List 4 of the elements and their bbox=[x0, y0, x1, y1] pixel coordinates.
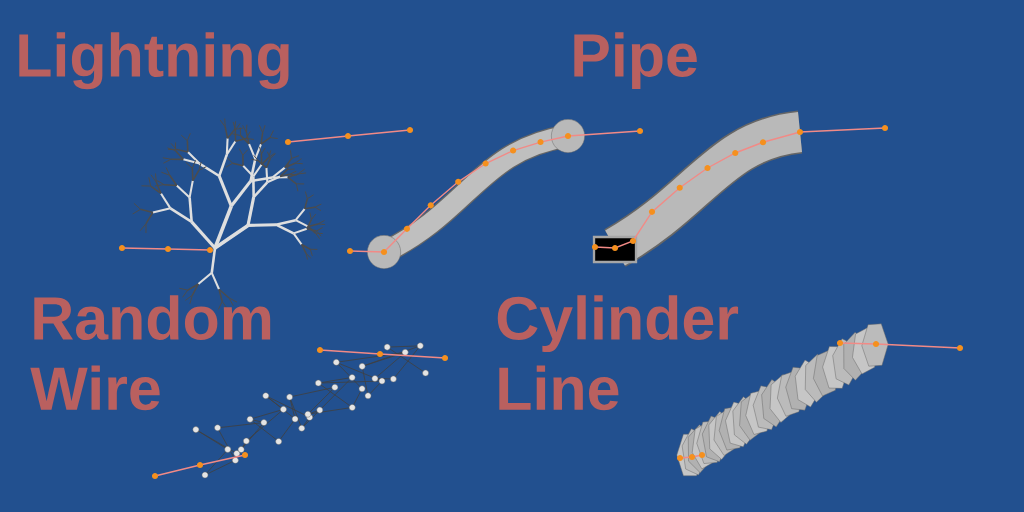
heading: Pipe bbox=[574, 32, 697, 89]
heading: Cylinder Line bbox=[497, 295, 739, 411]
heading: Random Wire bbox=[30, 295, 271, 411]
heading: Lightning bbox=[19, 32, 289, 90]
